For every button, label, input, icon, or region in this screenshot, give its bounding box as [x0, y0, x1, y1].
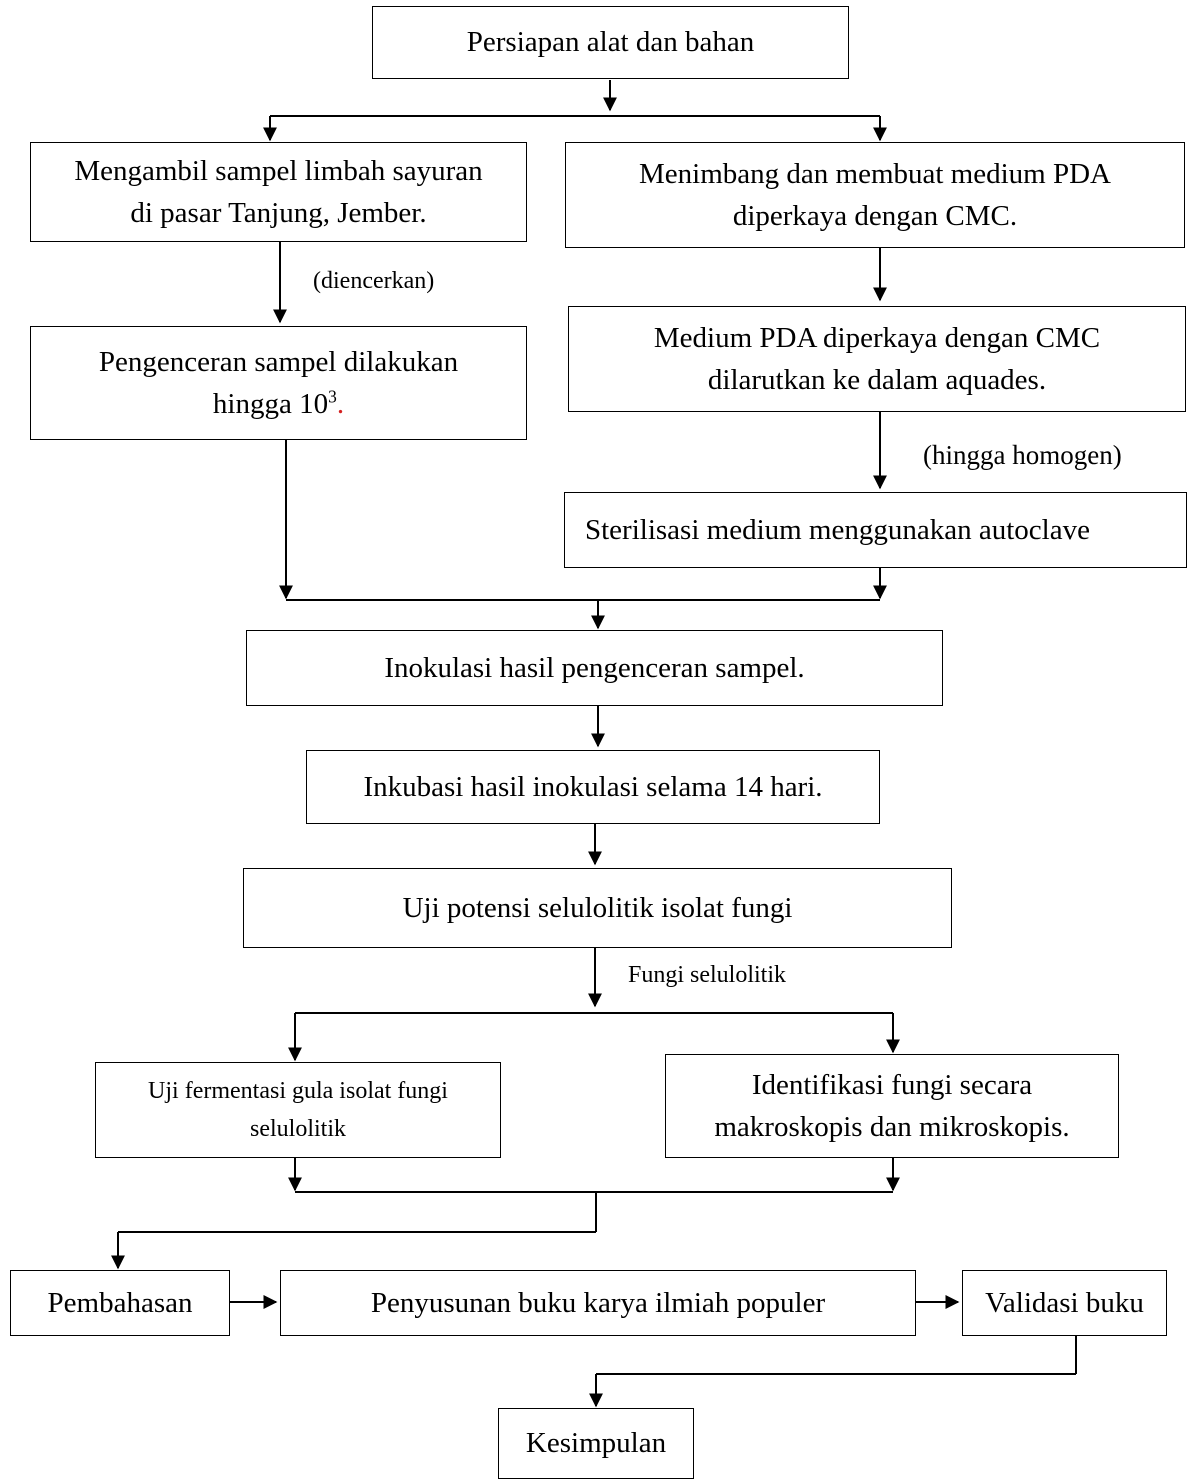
node-penyusunan-text: Penyusunan buku karya ilmiah populer	[370, 1286, 826, 1319]
node-pengenceran-line2: hingga 103.	[99, 383, 458, 425]
node-validasi-text: Validasi buku	[985, 1286, 1144, 1319]
node-inkubasi-text: Inkubasi hasil inokulasi selama 14 hari.	[363, 770, 823, 803]
node-inkubasi: Inkubasi hasil inokulasi selama 14 hari.	[306, 750, 880, 824]
node-persiapan-text: Persiapan alat dan bahan	[466, 26, 755, 59]
node-ambil-sampel-line1: Mengambil sampel limbah sayuran	[74, 154, 483, 187]
node-pengenceran-line1: Pengenceran sampel dilakukan	[98, 345, 459, 378]
pengenceran-exponent: 3	[328, 386, 337, 407]
node-medium-dilarutkan: Medium PDA diperkaya dengan CMC dilarutk…	[568, 306, 1186, 412]
node-validasi: Validasi buku	[962, 1270, 1167, 1336]
node-uji-potensi: Uji potensi selulolitik isolat fungi	[243, 868, 952, 948]
pengenceran-period: .	[336, 388, 345, 420]
node-inokulasi: Inokulasi hasil pengenceran sampel.	[246, 630, 943, 706]
node-identifikasi-line2: makroskopis dan mikroskopis.	[714, 1111, 1070, 1143]
node-fermentasi-line1: Uji fermentasi gula isolat fungi	[148, 1077, 448, 1104]
edge-label-fungi-selulolitik: Fungi selulolitik	[628, 962, 787, 988]
node-kesimpulan: Kesimpulan	[498, 1408, 694, 1479]
node-medium-line2: dilarutkan ke dalam aquades.	[707, 364, 1047, 396]
node-penyusunan: Penyusunan buku karya ilmiah populer	[280, 1270, 916, 1336]
node-menimbang-line2: diperkaya dengan CMC.	[732, 200, 1018, 232]
node-inokulasi-text: Inokulasi hasil pengenceran sampel.	[384, 651, 805, 684]
node-uji-fermentasi: Uji fermentasi gula isolat fungi selulol…	[95, 1062, 501, 1158]
node-sterilisasi: Sterilisasi medium menggunakan autoclave	[564, 492, 1187, 568]
node-pembahasan: Pembahasan	[10, 1270, 230, 1336]
node-pembahasan-text: Pembahasan	[47, 1286, 193, 1319]
node-uji-potensi-text: Uji potensi selulolitik isolat fungi	[402, 891, 793, 924]
edge-label-homogen: (hingga homogen)	[923, 440, 1122, 470]
node-sterilisasi-text: Sterilisasi medium menggunakan autoclave	[585, 513, 1090, 546]
node-identifikasi: Identifikasi fungi secara makroskopis da…	[665, 1054, 1119, 1158]
node-medium-line1: Medium PDA diperkaya dengan CMC	[653, 321, 1101, 354]
pengenceran-base: hingga 10	[212, 388, 329, 420]
node-persiapan: Persiapan alat dan bahan	[372, 6, 849, 79]
node-fermentasi-line2: selulolitik	[250, 1116, 346, 1142]
node-kesimpulan-text: Kesimpulan	[525, 1427, 667, 1460]
node-menimbang: Menimbang dan membuat medium PDA diperka…	[565, 142, 1185, 248]
node-identifikasi-line1: Identifikasi fungi secara	[751, 1068, 1033, 1101]
node-ambil-sampel-line2: di pasar Tanjung, Jember.	[130, 197, 427, 229]
node-menimbang-line1: Menimbang dan membuat medium PDA	[639, 157, 1111, 190]
node-ambil-sampel: Mengambil sampel limbah sayuran di pasar…	[30, 142, 527, 242]
edge-label-diencerkan: (diencerkan)	[313, 268, 435, 294]
node-pengenceran: Pengenceran sampel dilakukan hingga 103.	[30, 326, 527, 440]
